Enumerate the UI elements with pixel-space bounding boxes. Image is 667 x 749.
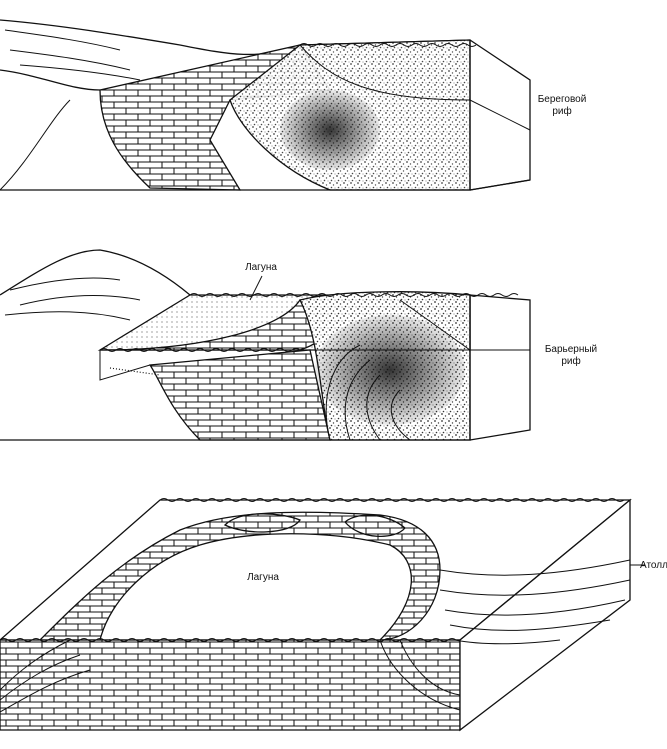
wave-line <box>299 43 477 47</box>
wave-line <box>99 348 301 352</box>
wave-line <box>0 638 457 642</box>
fringing-reef-block <box>0 19 531 191</box>
lagoon-label-atoll: Лагуна <box>247 572 279 583</box>
wave-line <box>159 498 625 502</box>
lagoon-label-barrier: Лагуна <box>245 262 277 273</box>
barrier-reef-block <box>0 249 531 441</box>
barrier-reef-label: Барьерный риф <box>544 344 598 367</box>
wave-line <box>189 293 519 297</box>
atoll-block <box>0 498 632 732</box>
atoll-label: Атолл <box>640 560 667 571</box>
fringing-reef-label: Береговой риф <box>537 94 587 117</box>
